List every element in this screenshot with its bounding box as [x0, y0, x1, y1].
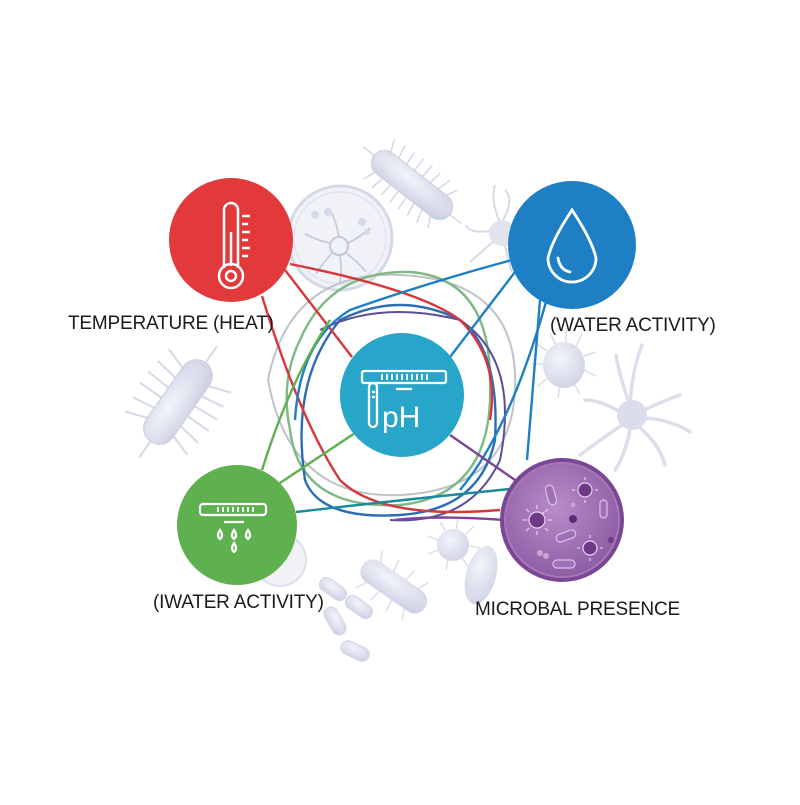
edge-bottomwater-microbial	[295, 486, 521, 514]
node-microbial-presence	[500, 458, 624, 582]
thermometer-icon	[217, 201, 250, 290]
bacteria-bottom-center	[318, 518, 498, 662]
petri-dish-microbes-icon	[522, 477, 614, 569]
water-drop-icon	[546, 207, 598, 284]
loop-indigo	[319, 311, 506, 522]
edge-wateractivity-ph	[449, 271, 516, 358]
background-microbes	[124, 139, 692, 662]
connection-lines	[260, 258, 548, 522]
label-temperature: TEMPERATURE (HEAT)	[68, 313, 274, 334]
node-temperature	[169, 178, 293, 302]
loop-gray	[267, 273, 517, 497]
edge-wateractivity-loop	[293, 258, 513, 421]
edge-temperature-microbial	[260, 295, 501, 514]
edge-temperature-loop	[289, 262, 494, 421]
node-water-activity-top	[508, 181, 636, 309]
edge-temperature-ph	[284, 269, 353, 358]
ph-meter-icon	[360, 369, 448, 429]
edge-microbial-loop	[394, 516, 506, 522]
label-microbial-presence: MICROBAL PRESENCE	[475, 599, 680, 620]
label-water-activity-top: (WATER ACTIVITY)	[550, 315, 716, 336]
edge-bottomwater-ph	[279, 432, 356, 484]
ph-label: pH	[382, 401, 420, 434]
tentacle-microbe-right	[578, 343, 692, 472]
dripping-sensor-icon	[198, 502, 268, 554]
edge-wateractivity-microbial	[525, 299, 542, 461]
label-water-activity-bottom: (IWATER ACTIVITY)	[153, 592, 324, 613]
node-water-activity-bottom	[177, 465, 297, 585]
petri-dish-illustration	[286, 184, 394, 292]
edge-bottomwater-up	[260, 319, 331, 471]
loop-blue	[300, 303, 497, 517]
edge-ph-microbial	[449, 434, 516, 481]
spiky-coccus-right	[532, 330, 597, 399]
rod-bacterium-top	[362, 139, 462, 229]
rod-bacterium-left	[124, 345, 232, 459]
node-ph: pH	[340, 333, 464, 457]
